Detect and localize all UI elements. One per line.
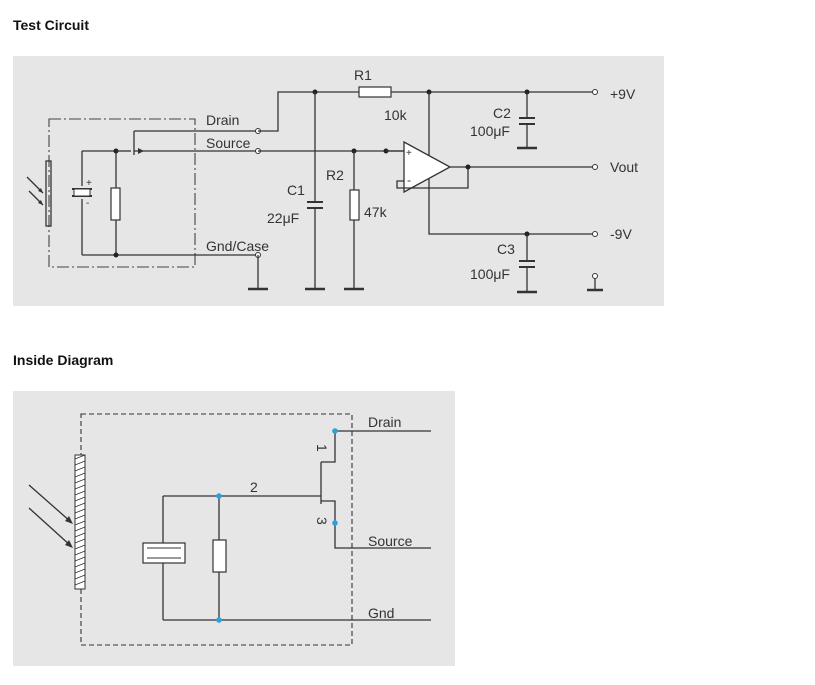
inside-diagram: Drain Source Gnd 2 1 3 (28, 413, 431, 646)
gnd-label: Gnd (368, 605, 394, 621)
r1-resistor (358, 86, 392, 98)
minus-9v-label: -9V (610, 226, 632, 242)
test-circuit-panel: + - (13, 56, 664, 306)
r2-value: 47k (364, 204, 388, 220)
inside-diagram-panel: Drain Source Gnd 2 1 3 (13, 391, 455, 666)
light-arrows-icon (28, 484, 73, 548)
source-label: Source (368, 533, 413, 549)
gnd-case-label: Gnd/Case (206, 238, 269, 254)
plus-9v-terminal (592, 89, 598, 95)
pyro-capacitor (142, 542, 186, 564)
test-circuit-heading: Test Circuit (13, 17, 89, 33)
c2-label: C2 (493, 105, 511, 121)
c2-value: 100μF (470, 123, 510, 139)
source-label: Source (206, 135, 251, 151)
vout-terminal (592, 164, 598, 170)
c3-label: C3 (497, 241, 515, 257)
svg-text:-: - (86, 198, 89, 209)
inside-enclosure (80, 413, 353, 646)
opamp-minus-label: - (407, 173, 411, 187)
drain-label: Drain (206, 112, 239, 128)
pyro-element (45, 160, 52, 227)
pyro-element (74, 454, 86, 590)
inside-diagram-heading: Inside Diagram (13, 352, 114, 368)
svg-text:+: + (86, 178, 92, 189)
plus-9v-label: +9V (610, 86, 636, 102)
op-amp (403, 140, 452, 194)
pin-1-label: 1 (314, 444, 330, 452)
internal-resistor (110, 187, 121, 221)
sensor-enclosure (48, 118, 196, 268)
pin-2-label: 2 (250, 479, 258, 495)
drain-label: Drain (368, 414, 401, 430)
r2-resistor (349, 189, 360, 221)
light-arrows-icon (26, 176, 44, 206)
c1-label: C1 (287, 182, 305, 198)
r1-value: 10k (384, 107, 408, 123)
pin-3-label: 3 (314, 517, 330, 525)
opamp-plus-label: + (406, 148, 412, 159)
c3-value: 100μF (470, 266, 510, 282)
vout-label: Vout (610, 159, 638, 175)
r2-label: R2 (326, 167, 344, 183)
c1-value: 22μF (267, 210, 299, 226)
test-circuit-diagram: + - (26, 67, 638, 294)
minus-9v-terminal (592, 231, 598, 237)
internal-resistor (212, 539, 227, 573)
r1-label: R1 (354, 67, 372, 83)
